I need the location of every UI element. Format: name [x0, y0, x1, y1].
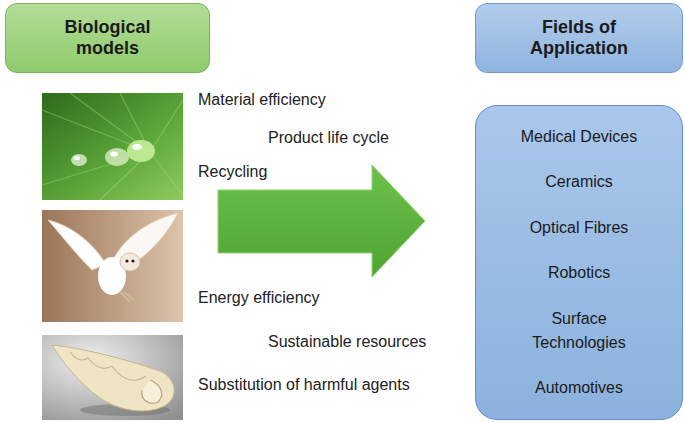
photo-background: [42, 210, 183, 322]
leaf-surface: [42, 93, 183, 200]
application-item: Robotics: [548, 261, 610, 285]
shell: [52, 345, 174, 411]
benefit-label: Energy efficiency: [198, 289, 320, 307]
owl-eye: [125, 259, 128, 262]
block-arrow: [218, 165, 425, 277]
category-header: Biological models: [5, 3, 210, 73]
header-text: Fields of Application: [514, 17, 644, 59]
benefit-label: Substitution of harmful agents: [198, 376, 410, 394]
leaf-vein: [150, 100, 183, 152]
drop-highlight: [132, 144, 142, 150]
shell-aperture: [142, 380, 162, 403]
benefit-label: Material efficiency: [198, 91, 326, 109]
owl-eye: [131, 259, 134, 262]
owl-talons: [120, 292, 134, 302]
application-item: Medical Devices: [521, 125, 637, 149]
benefit-label: Product life cycle: [268, 129, 389, 147]
header-text: Biological models: [43, 17, 173, 59]
photo-background: [42, 335, 183, 420]
leaf-vein: [150, 152, 183, 195]
application-item: Optical Fibres: [530, 216, 629, 240]
drop-highlight: [74, 156, 80, 160]
water-drop: [71, 154, 87, 166]
application-list-box: Medical DevicesCeramicsOptical FibresRob…: [475, 105, 683, 420]
shell-whorls: [70, 352, 146, 380]
lotus-leaf-photo: [42, 93, 183, 200]
benefit-label: Recycling: [198, 163, 267, 181]
application-item: Automotives: [535, 376, 623, 400]
leaf-veins: [42, 93, 183, 200]
owl-wing: [48, 220, 106, 270]
category-header: Fields of Application: [475, 3, 683, 73]
snail-shell-photo: [42, 335, 183, 420]
benefit-label: Sustainable resources: [268, 333, 426, 351]
water-drop: [127, 140, 155, 162]
application-item: Ceramics: [545, 170, 613, 194]
water-drop: [105, 148, 129, 166]
application-item: Surface Technologies: [504, 307, 654, 355]
owl-wing: [114, 213, 178, 270]
drop-highlight: [110, 152, 118, 157]
owl-photo: [42, 210, 183, 322]
owl-face: [120, 253, 140, 271]
leaf-vein: [42, 110, 150, 152]
